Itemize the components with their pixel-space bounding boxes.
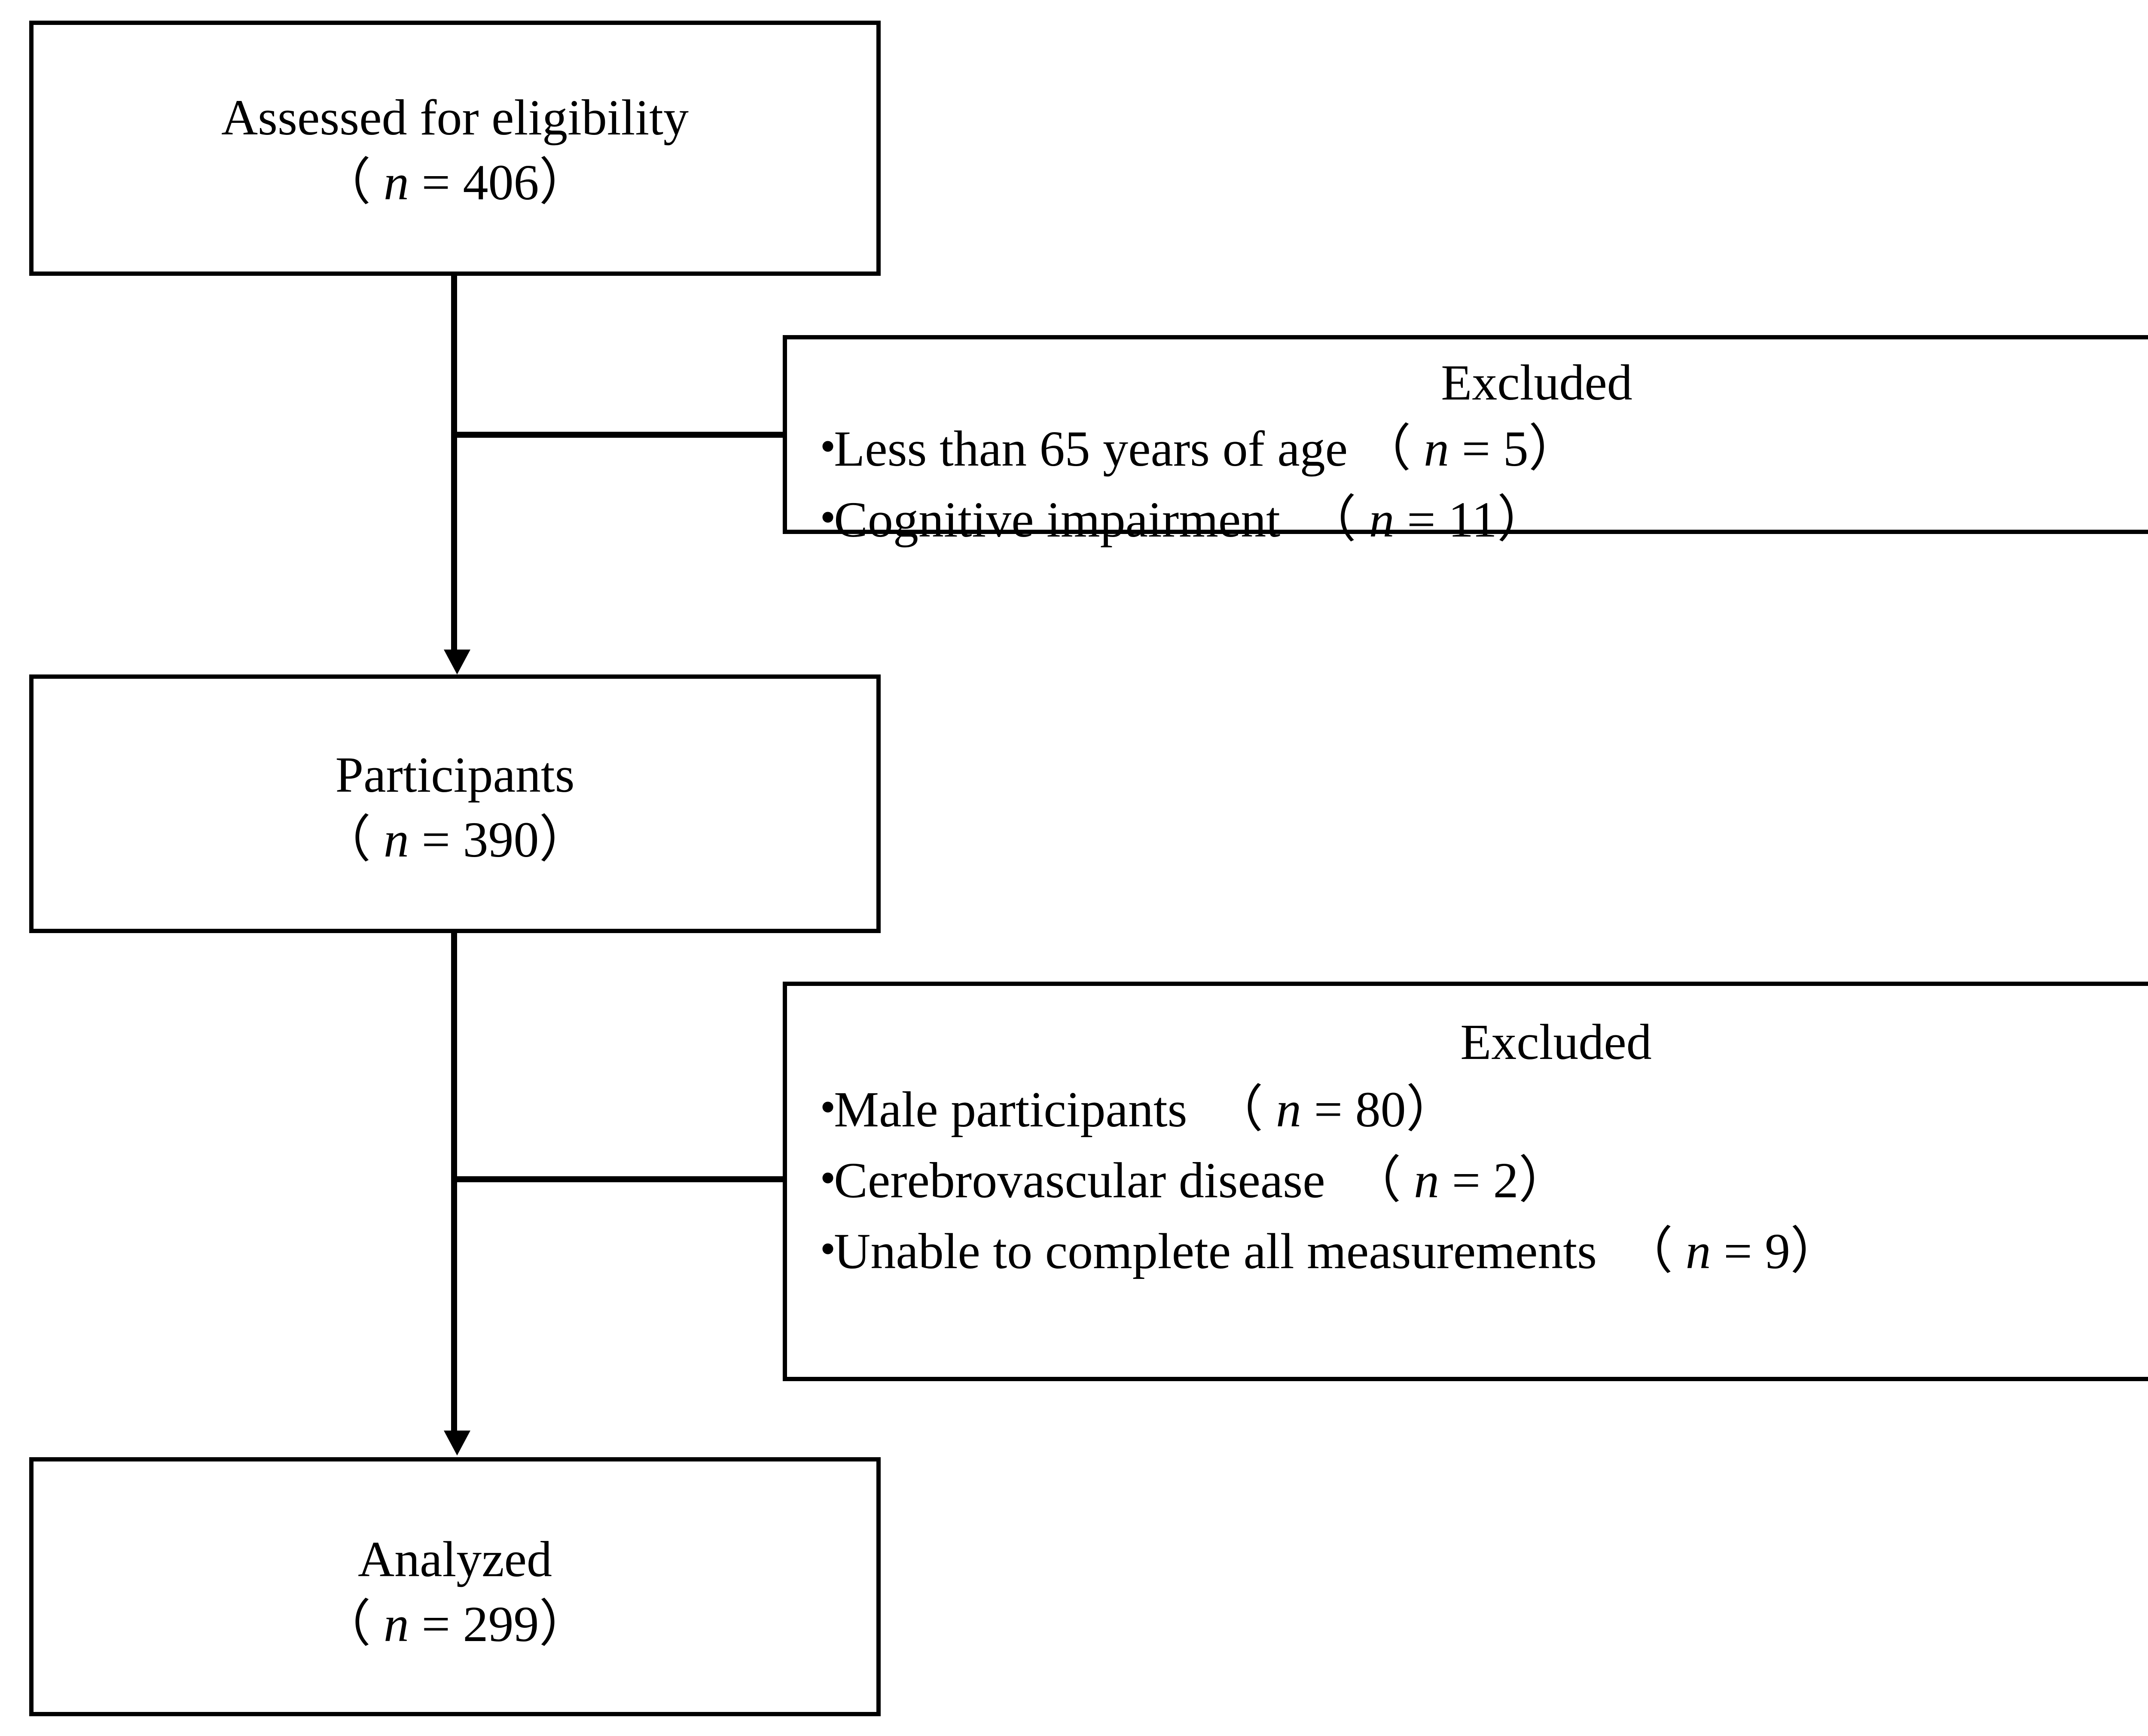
- node-excluded-2: Excluded ・Male participants （ n = 80） ・C…: [783, 982, 2148, 1381]
- excluded-1-item-0-count: （ n = 5）: [1348, 421, 1579, 477]
- n-symbol: n: [1685, 1223, 1711, 1280]
- paren-open: （: [1212, 1081, 1276, 1138]
- paren-close: ）: [1406, 1081, 1457, 1138]
- paren-close: ）: [539, 154, 590, 211]
- excluded-1-item-0-text: Less than 65 years of age: [834, 421, 1348, 477]
- excluded-2-title: Excluded: [1460, 1014, 1652, 1070]
- paren-close: ）: [539, 1596, 590, 1653]
- paren-open: （: [1306, 491, 1369, 548]
- n-symbol: n: [1424, 421, 1449, 477]
- list-item: ・Unable to complete all measurements （ n…: [802, 1216, 2148, 1287]
- connector-assessed-to-participants: [451, 276, 457, 652]
- node-excluded-1: Excluded ・Less than 65 years of age （ n …: [783, 335, 2148, 548]
- count-value: 299: [463, 1596, 539, 1653]
- excluded-1-item-1-count: （ n = 11）: [1280, 491, 1548, 548]
- excluded-2-list: ・Male participants （ n = 80） ・Cerebrovas…: [802, 1074, 2148, 1287]
- excluded-2-item-0-text: Male participants: [834, 1081, 1187, 1138]
- arrowhead-to-participants-icon: [444, 650, 470, 674]
- bullet-icon: ・: [802, 421, 854, 477]
- equals-sign: =: [409, 1596, 463, 1653]
- excluded-2-item-1-text: Cerebrovascular disease: [834, 1152, 1325, 1209]
- node-participants: Participants （ n = 390）: [29, 674, 881, 933]
- bullet-icon: ・: [802, 1223, 854, 1280]
- node-participants-count: （ n = 390）: [34, 807, 876, 872]
- node-assessed-count: （ n = 406）: [34, 150, 876, 215]
- count-value: 9: [1765, 1223, 1791, 1280]
- n-symbol: n: [1276, 1081, 1302, 1138]
- bullet-icon: ・: [802, 1081, 854, 1138]
- equals-sign: =: [1439, 1152, 1493, 1209]
- list-item: ・Male participants （ n = 80）: [802, 1074, 2148, 1145]
- count-value: 406: [463, 154, 539, 211]
- n-symbol: n: [1369, 491, 1394, 548]
- node-analyzed-count: （ n = 299）: [34, 1592, 876, 1657]
- count-value: 80: [1355, 1081, 1406, 1138]
- connector-branch-to-excluded-1: [451, 432, 789, 438]
- connector-participants-to-analyzed: [451, 933, 457, 1431]
- bullet-icon: ・: [802, 491, 854, 548]
- excluded-1-title: Excluded: [1441, 354, 1632, 411]
- excluded-2-item-2-text: Unable to complete all measurements: [834, 1223, 1597, 1280]
- list-item: ・Less than 65 years of age （ n = 5）: [802, 413, 2148, 484]
- equals-sign: =: [1301, 1081, 1355, 1138]
- node-assessed-for-eligibility: Assessed for eligibility （ n = 406）: [29, 21, 881, 276]
- node-assessed-text: Assessed for eligibility （ n = 406）: [34, 85, 876, 215]
- node-analyzed: Analyzed （ n = 299）: [29, 1457, 881, 1716]
- excluded-1-item-1-text: Cognitive impairment: [834, 491, 1281, 548]
- list-item: ・Cognitive impairment （ n = 11）: [802, 484, 2148, 555]
- paren-close: ）: [1497, 491, 1548, 548]
- equals-sign: =: [409, 812, 463, 868]
- paren-open: （: [320, 154, 384, 211]
- list-item: ・Cerebrovascular disease （ n = 2）: [802, 1145, 2148, 1216]
- equals-sign: =: [409, 154, 463, 211]
- equals-sign: =: [1449, 421, 1503, 477]
- arrowhead-to-analyzed-icon: [444, 1431, 470, 1455]
- excluded-2-item-2-count: （ n = 9）: [1597, 1223, 1841, 1279]
- n-symbol: n: [383, 812, 409, 868]
- bullet-icon: ・: [802, 1152, 854, 1209]
- connector-branch-to-excluded-2: [451, 1176, 789, 1182]
- n-symbol: n: [383, 154, 409, 211]
- excluded-2-item-0-count: （ n = 80）: [1187, 1081, 1457, 1138]
- paren-open: （: [1622, 1223, 1686, 1280]
- count-value: 2: [1493, 1152, 1519, 1209]
- node-analyzed-text: Analyzed （ n = 299）: [34, 1527, 876, 1657]
- paren-close: ）: [1518, 1152, 1569, 1209]
- paren-open: （: [320, 812, 384, 868]
- equals-sign: =: [1711, 1223, 1765, 1280]
- node-participants-label: Participants: [335, 747, 575, 803]
- node-assessed-label: Assessed for eligibility: [221, 89, 689, 146]
- equals-sign: =: [1394, 491, 1449, 548]
- paren-close: ）: [539, 812, 590, 868]
- n-symbol: n: [383, 1596, 409, 1653]
- count-value: 390: [463, 812, 539, 868]
- count-value: 11: [1448, 491, 1497, 548]
- paren-open: （: [320, 1596, 384, 1653]
- count-value: 5: [1503, 421, 1529, 477]
- paren-open: （: [1360, 421, 1424, 477]
- excluded-1-list: ・Less than 65 years of age （ n = 5） ・Cog…: [802, 413, 2148, 555]
- paren-close: ）: [1528, 421, 1579, 477]
- excluded-2-item-1-count: （ n = 2）: [1325, 1152, 1569, 1208]
- paren-close: ）: [1790, 1223, 1841, 1280]
- paren-open: （: [1350, 1152, 1414, 1209]
- node-participants-text: Participants （ n = 390）: [34, 742, 876, 872]
- n-symbol: n: [1414, 1152, 1440, 1209]
- node-analyzed-label: Analyzed: [357, 1531, 552, 1587]
